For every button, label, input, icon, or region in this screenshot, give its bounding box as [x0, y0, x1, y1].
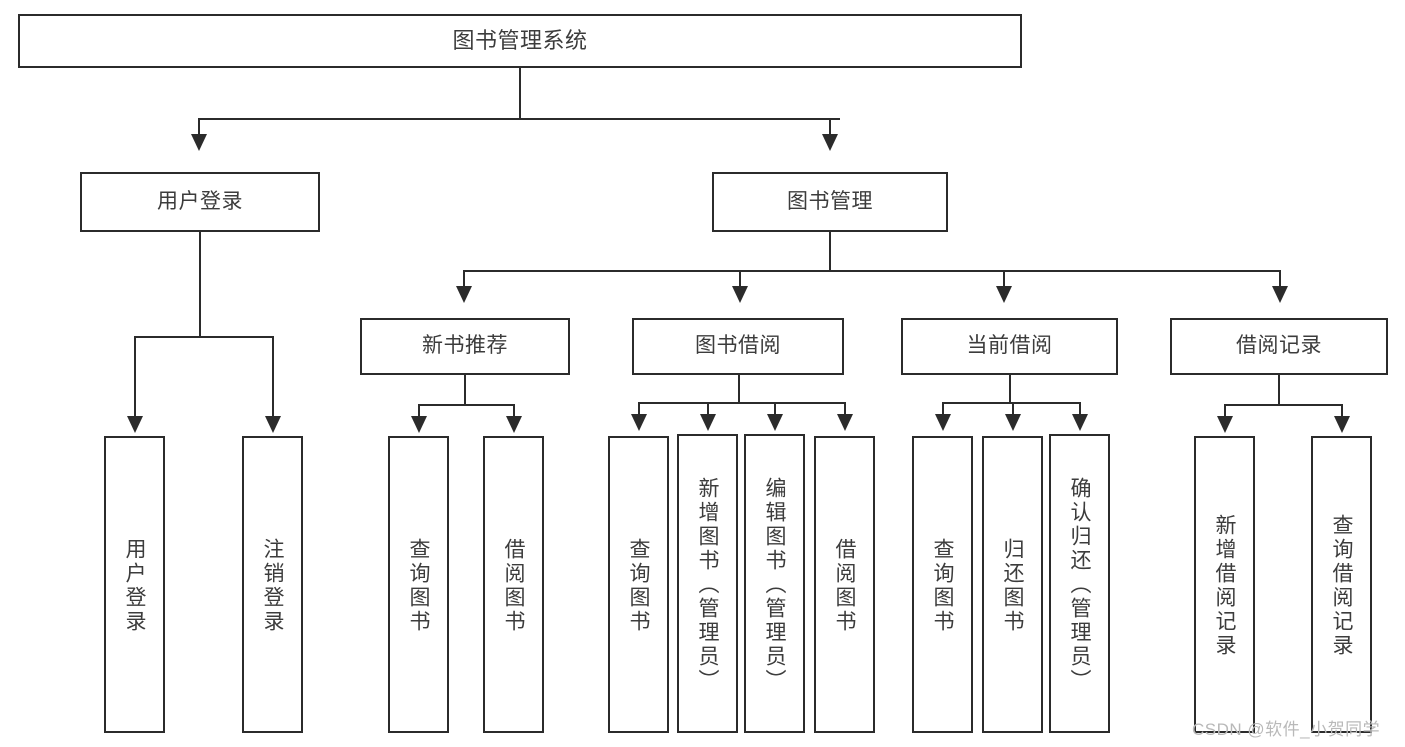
arrow-borrow-record-right	[1334, 416, 1350, 433]
arrow-new-book-left	[411, 416, 427, 433]
connector-to-new-book	[463, 270, 465, 288]
connector-new-book-stem	[464, 375, 466, 404]
connector-root-stem	[519, 68, 521, 118]
connector-book-manage-bus	[463, 270, 1280, 272]
node-label: 查询借阅记录	[1330, 513, 1353, 658]
connector-root-to-user-login	[198, 118, 200, 136]
arrow-root-to-user-login	[191, 134, 207, 151]
connector-user-login-stem	[199, 232, 201, 336]
node-label: 查询图书	[627, 537, 650, 634]
arrow-to-new-book	[456, 286, 472, 303]
connector-book-borrow-stem	[738, 375, 740, 402]
leaf-add-borrow-record[interactable]: 新增借阅记录	[1194, 436, 1255, 733]
leaf-borrow-book-recommend[interactable]: 借阅图书	[483, 436, 544, 733]
connector-new-book-right	[513, 404, 515, 418]
leaf-logout-login[interactable]: 注销登录	[242, 436, 303, 733]
arrow-user-login-right	[265, 416, 281, 433]
arrow-book-borrow-4	[837, 414, 853, 431]
arrow-current-borrow-3	[1072, 414, 1088, 431]
node-new-book-recommend[interactable]: 新书推荐	[360, 318, 570, 375]
connector-current-borrow-3	[1079, 402, 1081, 416]
node-label: 借阅图书	[502, 537, 525, 634]
connector-book-borrow-1	[638, 402, 640, 416]
node-current-borrow[interactable]: 当前借阅	[901, 318, 1118, 375]
node-label: 查询图书	[931, 537, 954, 634]
node-label: 确认归还（管理员）	[1068, 476, 1091, 693]
connector-user-login-left	[134, 336, 136, 418]
connector-current-borrow-2	[1012, 402, 1014, 416]
node-label: 新增图书（管理员）	[696, 476, 719, 693]
node-borrow-record[interactable]: 借阅记录	[1170, 318, 1388, 375]
node-label: 查询图书	[407, 537, 430, 634]
connector-book-manage-stem	[829, 232, 831, 270]
connector-book-borrow-4	[844, 402, 846, 416]
connector-book-borrow-bus	[638, 402, 844, 404]
connector-book-borrow-3	[774, 402, 776, 416]
arrow-borrow-record-left	[1217, 416, 1233, 433]
arrow-user-login-left	[127, 416, 143, 433]
node-label: 借阅图书	[833, 537, 856, 634]
node-label: 用户登录	[123, 537, 146, 634]
connector-to-borrow-record	[1279, 270, 1281, 288]
connector-user-login-bus	[134, 336, 273, 338]
connector-current-borrow-bus	[942, 402, 1079, 404]
arrow-to-book-borrow	[732, 286, 748, 303]
leaf-edit-book[interactable]: 编辑图书（管理员）	[744, 434, 805, 733]
node-label: 编辑图书（管理员）	[763, 476, 786, 693]
leaf-user-login[interactable]: 用户登录	[104, 436, 165, 733]
leaf-query-book-current[interactable]: 查询图书	[912, 436, 973, 733]
leaf-add-book[interactable]: 新增图书（管理员）	[677, 434, 738, 733]
node-book-management-system[interactable]: 图书管理系统	[18, 14, 1022, 68]
connector-borrow-record-left	[1224, 404, 1226, 418]
connector-new-book-bus	[418, 404, 513, 406]
connector-root-to-book-manage	[829, 118, 831, 136]
arrow-to-borrow-record	[1272, 286, 1288, 303]
node-label: 当前借阅	[966, 334, 1053, 358]
connector-current-borrow-stem	[1009, 375, 1011, 402]
leaf-borrow-book[interactable]: 借阅图书	[814, 436, 875, 733]
connector-borrow-record-bus	[1224, 404, 1341, 406]
arrow-book-borrow-2	[700, 414, 716, 431]
leaf-query-book-recommend[interactable]: 查询图书	[388, 436, 449, 733]
node-label: 新书推荐	[422, 334, 508, 358]
connector-to-book-borrow	[739, 270, 741, 288]
leaf-query-borrow-record[interactable]: 查询借阅记录	[1311, 436, 1372, 733]
node-book-borrow[interactable]: 图书借阅	[632, 318, 844, 375]
connector-borrow-record-right	[1341, 404, 1343, 418]
arrow-root-to-book-manage	[822, 134, 838, 151]
connector-current-borrow-1	[942, 402, 944, 416]
node-label: 图书借阅	[695, 334, 781, 358]
connector-borrow-record-stem	[1278, 375, 1280, 404]
node-label: 借阅记录	[1236, 334, 1322, 358]
leaf-confirm-return[interactable]: 确认归还（管理员）	[1049, 434, 1110, 733]
connector-new-book-left	[418, 404, 420, 418]
node-book-management[interactable]: 图书管理	[712, 172, 948, 232]
arrow-current-borrow-2	[1005, 414, 1021, 431]
arrow-to-current-borrow	[996, 286, 1012, 303]
node-label: 新增借阅记录	[1213, 513, 1236, 658]
arrow-new-book-right	[506, 416, 522, 433]
connector-user-login-right	[272, 336, 274, 418]
leaf-query-book-borrow[interactable]: 查询图书	[608, 436, 669, 733]
arrow-book-borrow-1	[631, 414, 647, 431]
node-label: 用户登录	[157, 189, 243, 213]
connector-book-borrow-2	[707, 402, 709, 416]
node-label: 归还图书	[1001, 537, 1024, 634]
node-user-login[interactable]: 用户登录	[80, 172, 320, 232]
node-label: 图书管理	[787, 189, 873, 213]
node-label: 注销登录	[261, 537, 284, 634]
arrow-book-borrow-3	[767, 414, 783, 431]
connector-to-current-borrow	[1003, 270, 1005, 288]
arrow-current-borrow-1	[935, 414, 951, 431]
node-label: 图书管理系统	[452, 28, 588, 54]
connector-root-bus	[198, 118, 840, 120]
leaf-return-book[interactable]: 归还图书	[982, 436, 1043, 733]
